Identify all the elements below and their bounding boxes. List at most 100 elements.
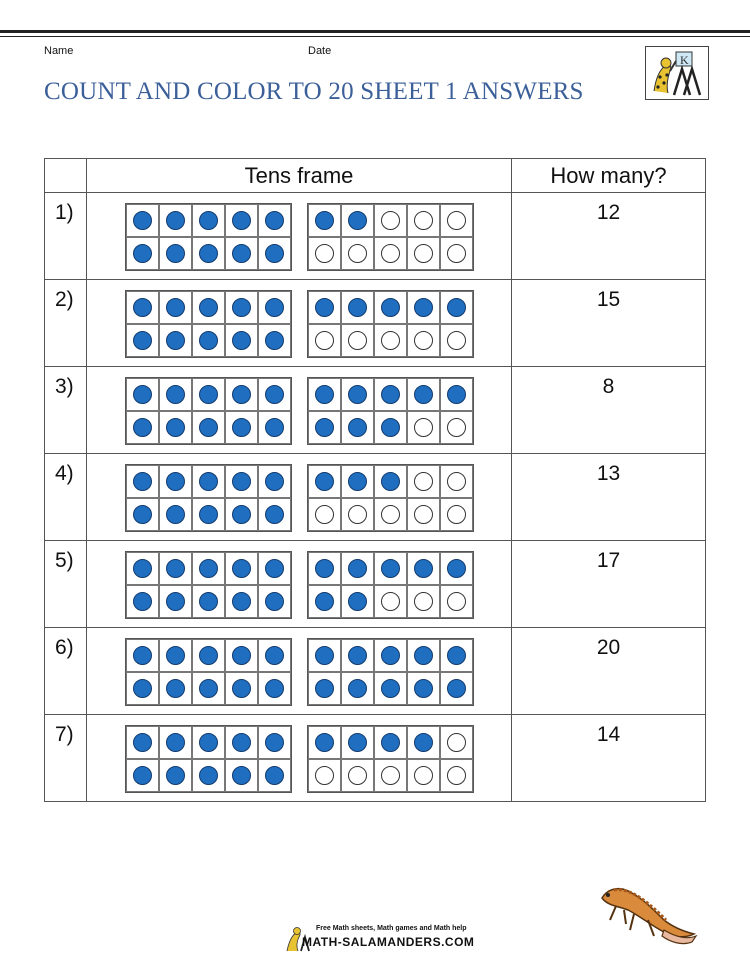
filled-counter: [232, 298, 251, 317]
ten-frame: [307, 551, 474, 619]
question-number-cell: 1): [44, 192, 87, 280]
ten-frame-cell: [440, 378, 473, 411]
page-title: COUNT AND COLOR TO 20 SHEET 1 ANSWERS: [44, 78, 584, 105]
ten-frame-cell: [258, 378, 291, 411]
tens-frame-cell: [86, 192, 512, 280]
answer-value: 14: [596, 723, 621, 746]
empty-counter: [414, 472, 433, 491]
ten-frame-cell: [374, 552, 407, 585]
empty-counter: [447, 766, 466, 785]
filled-counter: [232, 679, 251, 698]
filled-counter: [381, 559, 400, 578]
ten-frame-cell: [308, 378, 341, 411]
col-header-how-many: How many?: [511, 158, 706, 193]
answer-cell: 13: [511, 453, 706, 541]
ten-frame-cell: [126, 204, 159, 237]
filled-counter: [315, 211, 334, 230]
filled-counter: [315, 733, 334, 752]
ten-frame-cell: [440, 498, 473, 531]
filled-counter: [315, 592, 334, 611]
ten-frame-cell: [374, 465, 407, 498]
ten-frame-cell: [341, 552, 374, 585]
filled-counter: [166, 766, 185, 785]
filled-counter: [232, 646, 251, 665]
ten-frame-cell: [126, 498, 159, 531]
empty-counter: [414, 331, 433, 350]
table-row: 2)15: [44, 279, 706, 367]
footer-salamander-icon: [286, 927, 310, 952]
ten-frame-cell: [159, 639, 192, 672]
filled-counter: [199, 385, 218, 404]
ten-frame-cell: [407, 552, 440, 585]
ten-frame-cell: [192, 237, 225, 270]
salamander-logo-icon: K: [645, 46, 709, 100]
filled-counter: [381, 679, 400, 698]
filled-counter: [381, 646, 400, 665]
question-number: 1): [55, 201, 74, 224]
question-number-cell: 3): [44, 366, 87, 454]
filled-counter: [265, 298, 284, 317]
filled-counter: [265, 211, 284, 230]
tens-frame-cell: [86, 453, 512, 541]
question-number: 4): [55, 462, 74, 485]
empty-counter: [315, 244, 334, 263]
ten-frame-cell: [440, 204, 473, 237]
empty-counter: [381, 766, 400, 785]
col-header-tens-frame: Tens frame: [86, 158, 512, 193]
ten-frame: [125, 290, 292, 358]
filled-counter: [447, 385, 466, 404]
empty-counter: [447, 733, 466, 752]
ten-frame-cell: [159, 291, 192, 324]
table-row: 1) 12: [44, 192, 706, 280]
ten-frame-cell: [159, 672, 192, 705]
footer-logo: [283, 923, 473, 953]
filled-counter: [265, 244, 284, 263]
filled-counter: [265, 331, 284, 350]
ten-frame: [307, 377, 474, 445]
ten-frame-cell: [258, 237, 291, 270]
ten-frame-cell: [308, 585, 341, 618]
filled-counter: [265, 472, 284, 491]
filled-counter: [348, 679, 367, 698]
filled-counter: [166, 505, 185, 524]
ten-frame-cell: [407, 759, 440, 792]
answer-value: 12: [596, 201, 621, 224]
filled-counter: [166, 646, 185, 665]
question-number-cell: 6): [44, 627, 87, 715]
ten-frame-cell: [126, 237, 159, 270]
filled-counter: [381, 418, 400, 437]
ten-frame-cell: [159, 498, 192, 531]
ten-frame-cell: [407, 204, 440, 237]
ten-frame: [307, 638, 474, 706]
ten-frame-cell: [258, 585, 291, 618]
filled-counter: [133, 592, 152, 611]
ten-frame-cell: [440, 411, 473, 444]
ten-frame-cell: [126, 465, 159, 498]
date-label: Date: [308, 45, 332, 57]
filled-counter: [265, 418, 284, 437]
ten-frame-cell: [192, 672, 225, 705]
question-number: 3): [55, 375, 74, 398]
ten-frame-cell: [440, 291, 473, 324]
footer-brand: MATH-SALAMANDERS.COM: [302, 935, 475, 949]
question-number: 5): [55, 549, 74, 572]
filled-counter: [348, 592, 367, 611]
tens-frame-cell: [86, 540, 512, 628]
filled-counter: [381, 733, 400, 752]
ten-frame-cell: [341, 759, 374, 792]
ten-frame-cell: [126, 585, 159, 618]
empty-counter: [381, 505, 400, 524]
ten-frame-cell: [374, 378, 407, 411]
filled-counter: [447, 646, 466, 665]
ten-frame-cell: [308, 291, 341, 324]
filled-counter: [447, 559, 466, 578]
ten-frame-cell: [192, 324, 225, 357]
table-row: 7)14: [44, 714, 706, 802]
filled-counter: [348, 211, 367, 230]
filled-counter: [133, 244, 152, 263]
top-rule: [0, 30, 750, 33]
ten-frame: [125, 203, 292, 271]
ten-frame-cell: [225, 639, 258, 672]
ten-frame-cell: [192, 639, 225, 672]
